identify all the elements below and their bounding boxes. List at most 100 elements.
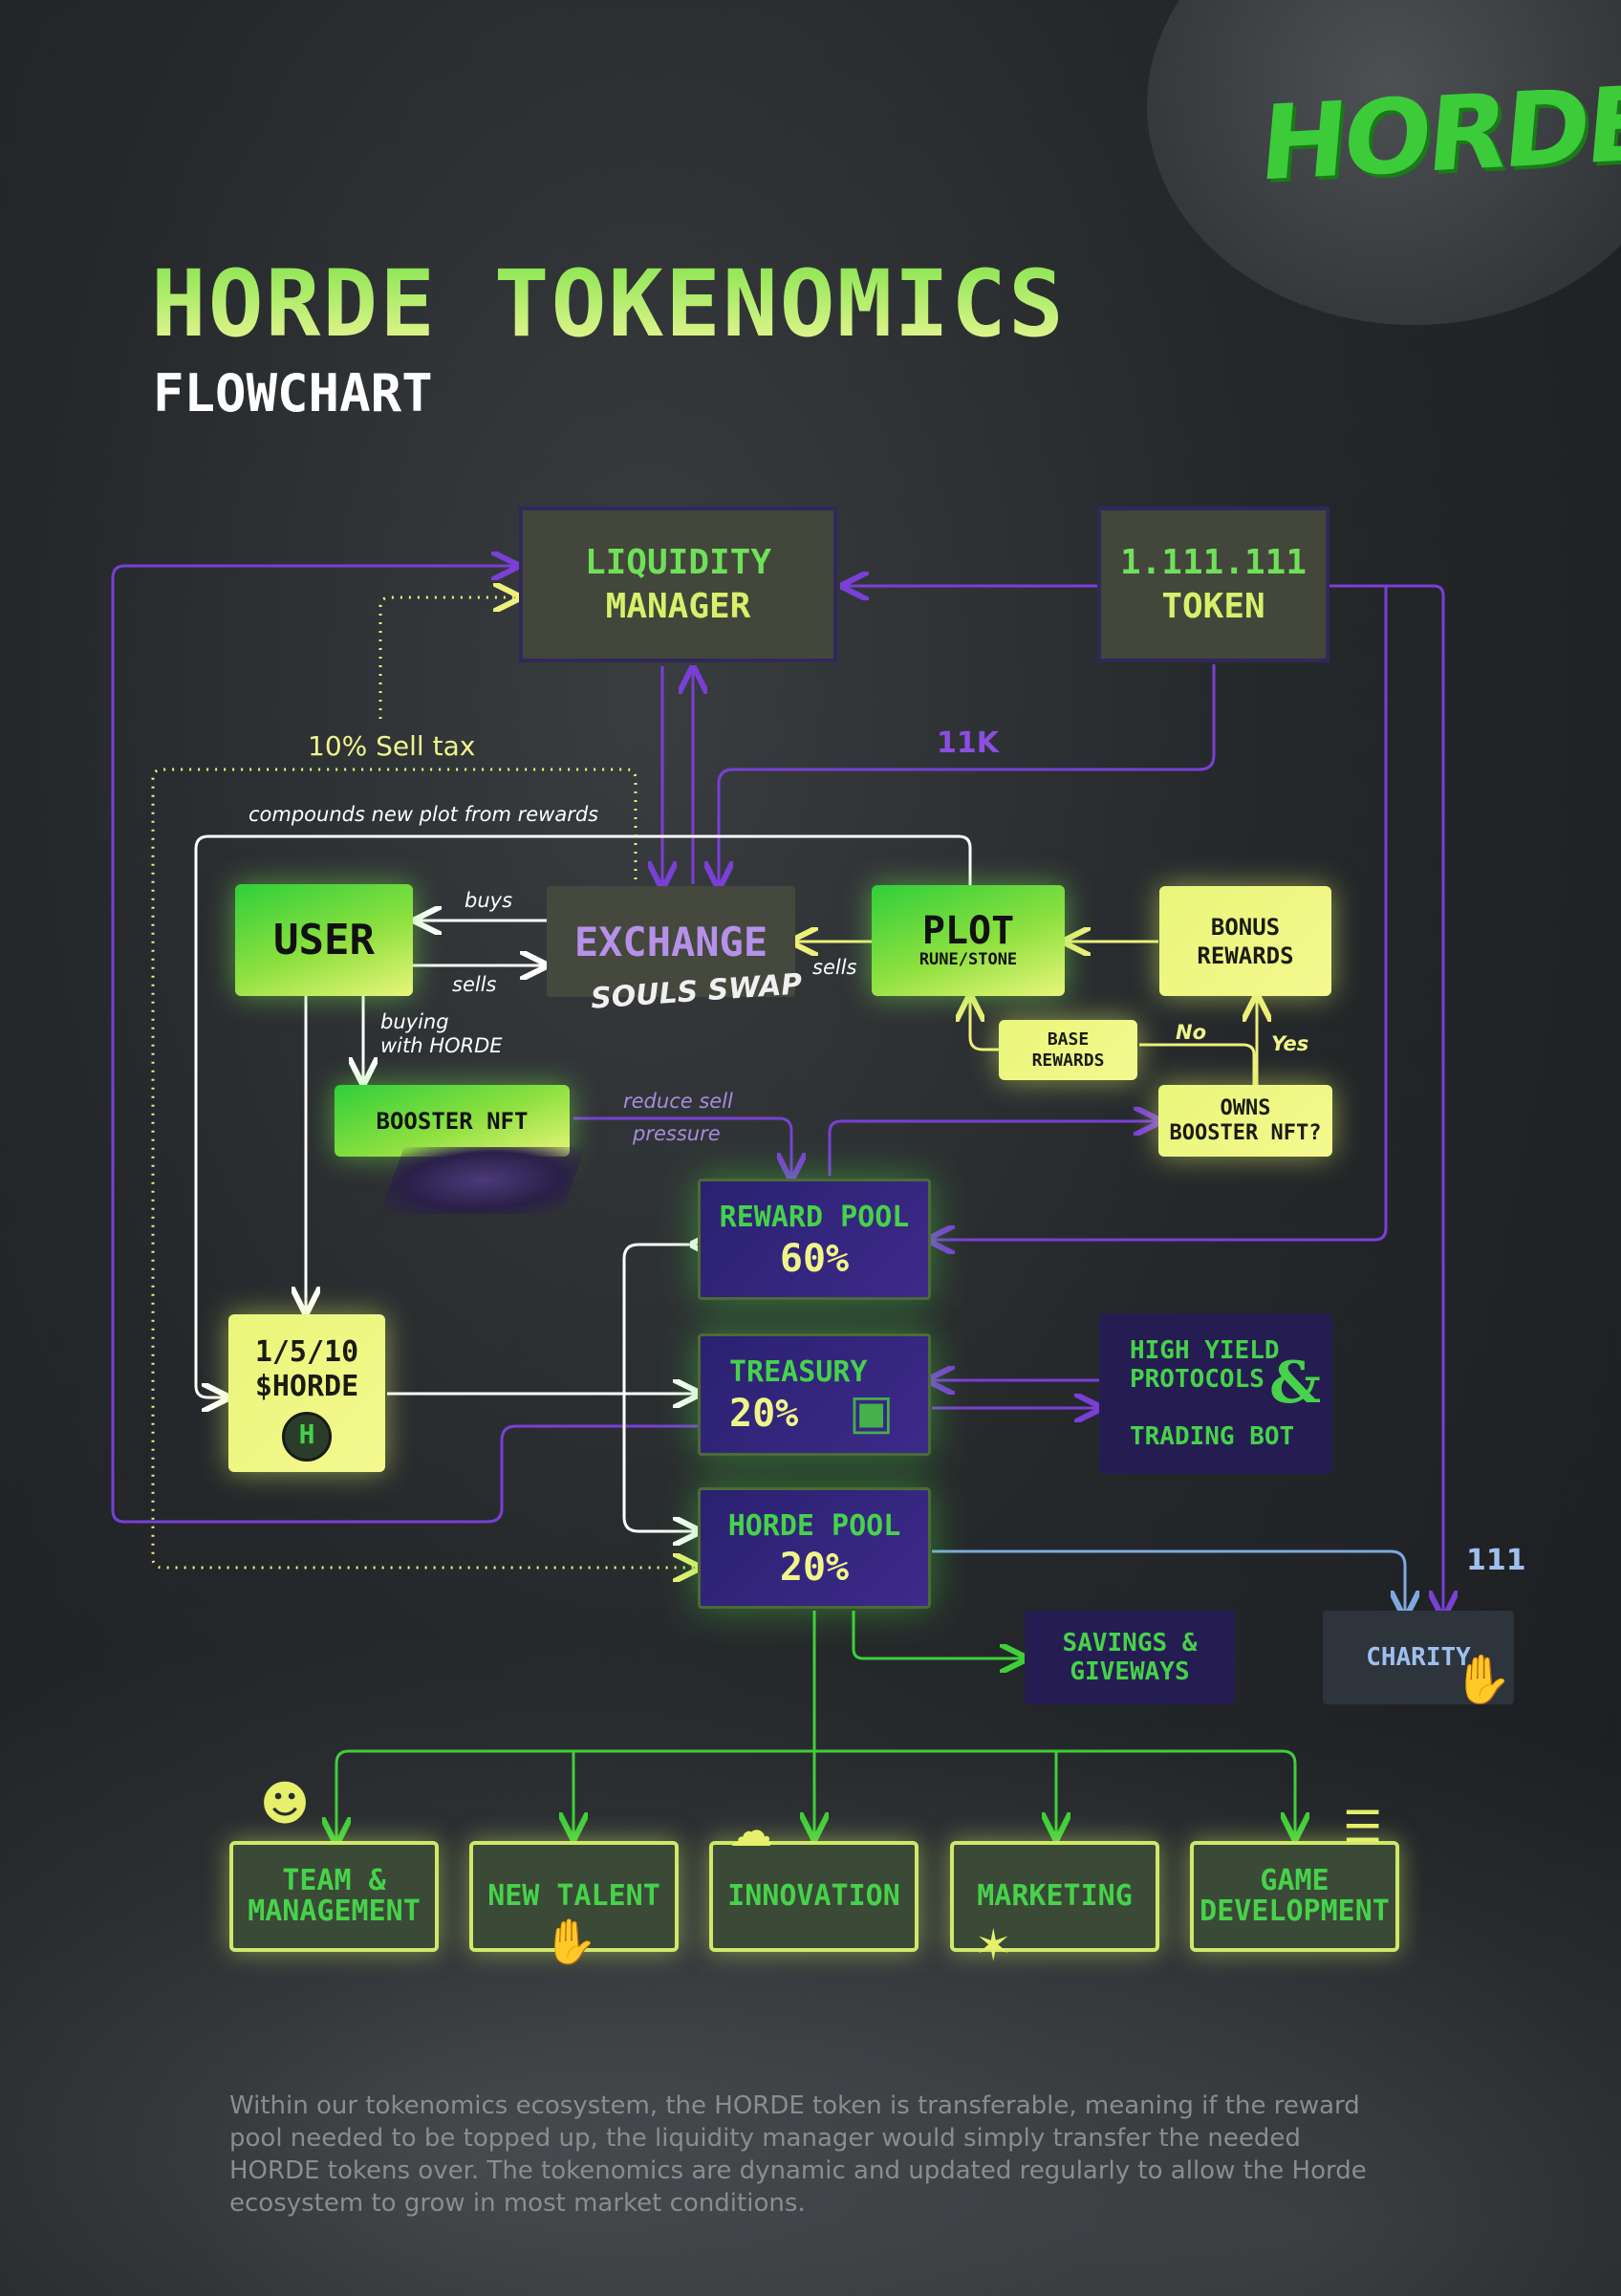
treasury-label: TREASURY [729, 1355, 868, 1389]
game-development-node: GAME DEVELOPMENT [1190, 1841, 1399, 1952]
new-talent-label: NEW TALENT [487, 1879, 660, 1913]
exchange-node: EXCHANGE [547, 886, 795, 997]
savings-line1: SAVINGS & [1062, 1629, 1198, 1657]
footer-line2: pool needed to be topped up, the liquidi… [229, 2124, 1301, 2153]
horde-pool-pct: 20% [779, 1545, 850, 1590]
sells-user-label: sells [452, 973, 497, 996]
base-rewards-line1: BASE [1047, 1029, 1090, 1050]
plot-node: PLOT RUNE/STONE [872, 885, 1065, 996]
eleven-k-label: 11K [937, 726, 999, 760]
savings-node: SAVINGS & GIVEWAYS [1025, 1611, 1235, 1704]
buying-label-2: with HORDE [380, 1034, 503, 1057]
compounds-label: compounds new plot from rewards [249, 803, 599, 826]
marketing-node: MARKETING [950, 1841, 1159, 1952]
sell-tax-label: 10% Sell tax [308, 730, 476, 762]
booster-nft-label: BOOSTER NFT [376, 1107, 529, 1135]
user-node: USER [235, 884, 413, 996]
treasury-node: TREASURY 20% [698, 1333, 931, 1456]
spiked-club-icon: ✶ [975, 1919, 1012, 1971]
high-yield-line3: TRADING BOT [1130, 1422, 1295, 1451]
plot-sublabel: RUNE/STONE [919, 950, 1018, 969]
plot-label: PLOT [921, 909, 1015, 953]
booster-to-reward-arrow [573, 1116, 791, 1176]
high-yield-line2: PROTOCOLS [1130, 1365, 1264, 1394]
team-line1: TEAM & [282, 1864, 386, 1897]
token-line1: 1.111.111 [1119, 542, 1308, 582]
horde-coin-icon: H [282, 1412, 332, 1462]
liquidity-manager-line1: LIQUIDITY [584, 542, 772, 582]
horde-pool-label: HORDE POOL [727, 1508, 901, 1543]
footer-text: Within our tokenomics ecosystem, the HOR… [229, 2090, 1405, 2220]
marketing-label: MARKETING [977, 1879, 1133, 1913]
token-to-charity-arrow [1329, 584, 1443, 1614]
bonus-rewards-line2: REWARDS [1197, 942, 1294, 969]
horde-stake-line2: $HORDE [254, 1370, 359, 1403]
hands-up-icon: ✋ [543, 1916, 598, 1967]
dynamite-icon: ☰ [1343, 1801, 1383, 1852]
high-yield-node: HIGH YIELD PROTOCOLS TRADING BOT [1099, 1313, 1332, 1474]
footer-line4: ecosystem to grow in most market conditi… [229, 2189, 806, 2218]
no-label: No [1176, 1021, 1207, 1044]
page-title: HORDE TOKENOMICS [151, 250, 1066, 357]
ampersand-glyph: & [1269, 1350, 1322, 1417]
buys-label: buys [465, 889, 513, 912]
footer-line3: HORDE tokens over. The tokenomics are dy… [229, 2156, 1367, 2185]
reward-pool-node: REWARD POOL 60% [698, 1179, 931, 1300]
sell-tax-to-liquidity-arrow [378, 597, 516, 719]
innovation-node: INNOVATION [709, 1841, 919, 1952]
savings-line2: GIVEWAYS [1070, 1657, 1190, 1686]
brain-icon: ☁ [729, 1805, 773, 1856]
compound-arrow [194, 834, 972, 1397]
user-label: USER [273, 916, 375, 964]
horde-to-savings-arrow [852, 1611, 1023, 1658]
bonus-rewards-line1: BONUS [1210, 913, 1281, 941]
owns-booster-line1: OWNS [1220, 1095, 1271, 1120]
exchange-label: EXCHANGE [573, 918, 768, 965]
token-node: 1.111.111 TOKEN [1097, 507, 1329, 662]
sells-plot-label: sells [812, 956, 857, 979]
reduce-label-2: pressure [633, 1122, 721, 1145]
pool-split-arrow [622, 1245, 696, 1531]
treasury-to-liquidity-arrow [111, 566, 698, 1524]
base-to-plot-arrow [970, 999, 999, 1051]
team-line2: MANAGEMENT [248, 1895, 421, 1928]
game-dev-line2: DEVELOPMENT [1200, 1895, 1390, 1928]
new-talent-node: NEW TALENT [469, 1841, 679, 1952]
base-rewards-node: BASE REWARDS [999, 1020, 1137, 1080]
page-subtitle: FLOWCHART [153, 363, 433, 423]
reduce-label-1: reduce sell [623, 1090, 733, 1113]
zombie-figure-icon: ☻ [260, 1776, 311, 1831]
team-management-node: TEAM & MANAGEMENT [229, 1841, 439, 1952]
innovation-label: INNOVATION [727, 1879, 900, 1913]
token-eleven-k-arrow [719, 664, 1216, 884]
liquidity-manager-node: LIQUIDITY MANAGER [519, 507, 837, 662]
treasure-chest-icon: ▣ [849, 1384, 895, 1440]
charity-node: CHARITY [1323, 1611, 1514, 1704]
base-rewards-line2: REWARDS [1031, 1050, 1105, 1071]
owns-no-arrow [1139, 1043, 1256, 1085]
high-yield-line1: HIGH YIELD [1130, 1336, 1280, 1365]
token-line2: TOKEN [1161, 586, 1265, 626]
reward-pool-label: REWARD POOL [719, 1200, 910, 1234]
reward-to-owns-arrow [828, 1121, 1156, 1176]
game-dev-line1: GAME [1260, 1864, 1329, 1897]
reward-pool-pct: 60% [779, 1236, 850, 1281]
charity-label: CHARITY [1366, 1643, 1471, 1672]
one-eleven-label: 111 [1466, 1544, 1526, 1577]
owns-booster-node: OWNS BOOSTER NFT? [1158, 1085, 1332, 1157]
horde-stake-node: 1/5/10 $HORDE H [228, 1314, 385, 1472]
horde-pool-node: HORDE POOL 20% [698, 1487, 931, 1609]
yes-label: Yes [1271, 1032, 1309, 1055]
token-to-reward-arrow [932, 586, 1388, 1240]
owns-booster-line2: BOOSTER NFT? [1169, 1120, 1322, 1145]
booster-castle-image [379, 1147, 586, 1214]
liquidity-manager-line2: MANAGER [605, 586, 751, 626]
fog-background [0, 1627, 1621, 2296]
footer-line1: Within our tokenomics ecosystem, the HOR… [229, 2091, 1360, 2120]
zombie-hand-icon: ✋ [1453, 1652, 1513, 1707]
bonus-rewards-node: BONUS REWARDS [1159, 886, 1331, 996]
horde-to-charity-arrow [932, 1549, 1405, 1614]
treasury-pct: 20% [729, 1392, 799, 1436]
buying-label-1: buying [380, 1010, 449, 1033]
